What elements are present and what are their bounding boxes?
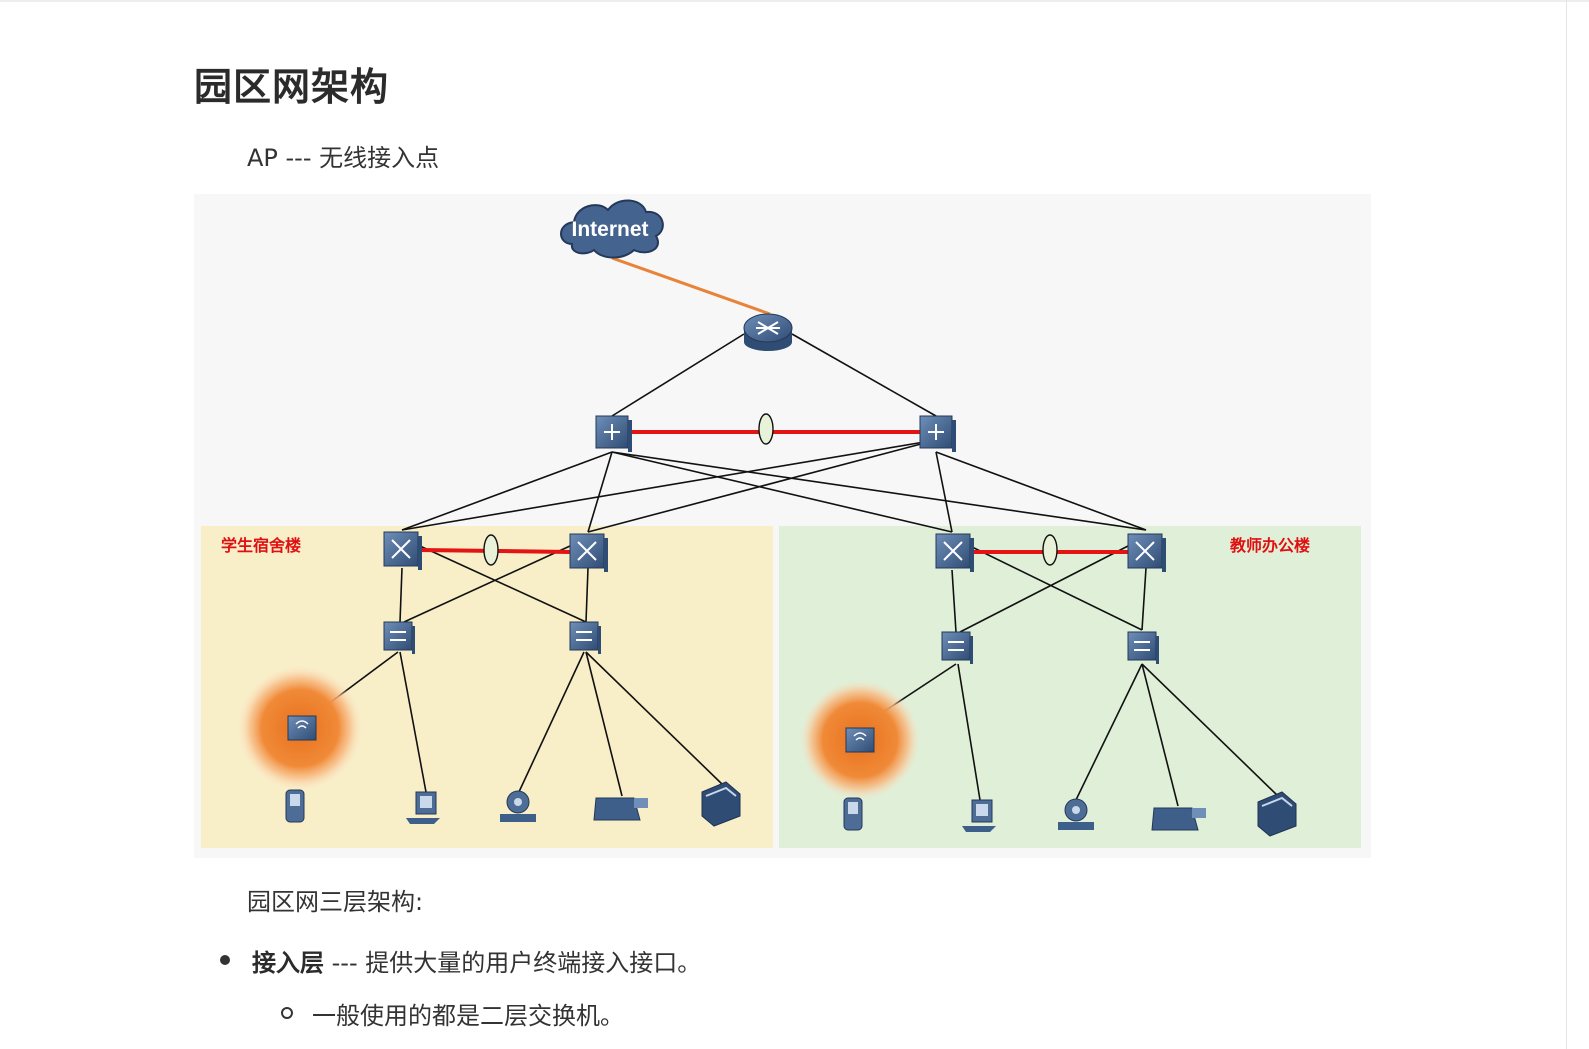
zone-office-label: 教师办公楼: [1230, 536, 1310, 555]
campus-network-diagram: 学生宿舍楼 教师办公楼: [194, 194, 1371, 858]
intro-text: AP --- 无线接入点: [247, 144, 440, 172]
zone-dormitory-label: 学生宿舍楼: [221, 536, 301, 555]
sub-list-bullet: [281, 1007, 293, 1019]
list-bullet: [220, 955, 230, 965]
link-aggregation-office: [970, 534, 1128, 566]
pc-office-icon: [962, 799, 996, 832]
aggregation-switch-office-2-icon: [1127, 533, 1166, 572]
access-switch-office-1-icon: [941, 631, 973, 664]
ip-phone-dorm-icon: [593, 797, 648, 821]
handheld-device-office-icon: [843, 797, 863, 831]
sub-list-item: 一般使用的都是二层交换机。: [312, 1002, 624, 1030]
access-switch-dorm-1-icon: [383, 621, 415, 654]
diagram-canvas: 学生宿舍楼 教师办公楼: [201, 199, 1361, 848]
access-switch-office-2-icon: [1127, 631, 1159, 664]
ip-phone-office-icon: [1151, 807, 1206, 831]
printer-dorm-icon: [701, 781, 741, 827]
link-aggregation-core: [628, 413, 920, 445]
ip-camera-office-icon: [1058, 798, 1094, 830]
router-icon: [743, 313, 793, 351]
list-item-text: --- 提供大量的用户终端接入接口。: [324, 949, 702, 977]
handheld-device-dorm-icon: [285, 789, 305, 823]
ip-camera-dorm-icon: [500, 790, 536, 822]
page-top-border: [0, 0, 1589, 2]
list-item-access-layer: 接入层 --- 提供大量的用户终端接入接口。: [252, 943, 701, 978]
access-switch-dorm-2-icon: [569, 621, 601, 654]
core-links: [303, 333, 1279, 807]
core-switch-left-icon: [595, 415, 632, 452]
aggregation-switch-dorm-1-icon: [383, 531, 422, 570]
section-heading: 园区网三层架构:: [247, 888, 424, 916]
scrollbar[interactable]: [1566, 0, 1567, 1049]
internet-cloud-icon: Internet: [560, 199, 664, 259]
page-title: 园区网架构: [194, 65, 390, 109]
printer-office-icon: [1257, 791, 1297, 837]
aggregation-switch-office-1-icon: [935, 533, 974, 572]
wireless-ap-office-icon: [845, 727, 875, 753]
list-item-term: 接入层: [252, 949, 324, 977]
aggregation-switch-dorm-2-icon: [569, 533, 608, 572]
pc-dorm-icon: [406, 791, 440, 824]
wireless-ap-dorm-icon: [287, 715, 317, 741]
internet-uplink: [611, 256, 771, 316]
core-switch-right-icon: [919, 415, 956, 452]
link-aggregation-dormitory: [419, 534, 571, 566]
internet-label: Internet: [571, 218, 648, 241]
